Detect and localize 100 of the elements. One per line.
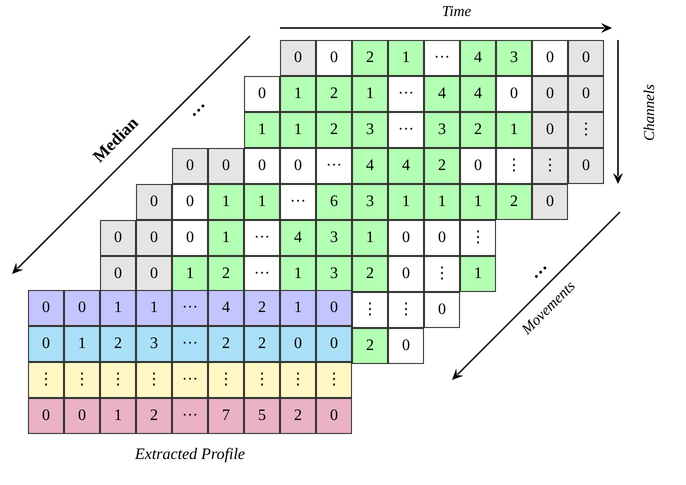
- matrix-cell: 0: [388, 328, 424, 364]
- matrix-cell: 2: [316, 112, 352, 148]
- matrix-cell: 3: [136, 326, 172, 362]
- matrix-cell: 1: [496, 112, 532, 148]
- matrix-cell: 0: [316, 398, 352, 434]
- matrix-cell: 3: [424, 112, 460, 148]
- profile-label: Extracted Profile: [134, 446, 246, 464]
- matrix-cell: ···: [388, 76, 424, 112]
- matrix-cell: 0: [388, 256, 424, 292]
- matrix-cell: 1: [388, 184, 424, 220]
- matrix-cell: 0: [136, 220, 172, 256]
- matrix-cell: 0: [28, 398, 64, 434]
- matrix-cell: 2: [352, 256, 388, 292]
- matrix-cell: 1: [136, 290, 172, 326]
- matrix-cell: ···: [172, 290, 208, 326]
- matrix-cell: 7: [208, 398, 244, 434]
- matrix-cell: ⋮: [64, 362, 100, 398]
- matrix-cell: ⋮: [136, 362, 172, 398]
- matrix-cell: 4: [352, 148, 388, 184]
- matrix-cell: ···: [172, 398, 208, 434]
- matrix-cell: 2: [136, 398, 172, 434]
- matrix-cell: 2: [100, 326, 136, 362]
- matrix-cell: 0: [172, 148, 208, 184]
- matrix-cell: 2: [352, 328, 388, 364]
- matrix-cell: 0: [424, 220, 460, 256]
- matrix-cell: 3: [352, 184, 388, 220]
- matrix-cell: ···: [388, 112, 424, 148]
- matrix-cell: 0: [136, 184, 172, 220]
- matrix-cell: 0: [532, 184, 568, 220]
- matrix-cell: 0: [532, 112, 568, 148]
- matrix-cell: 1: [424, 184, 460, 220]
- matrix-cell: 1: [64, 326, 100, 362]
- matrix-cell: 0: [244, 148, 280, 184]
- matrix-cell: 0: [64, 398, 100, 434]
- matrix-cell: ⋮: [496, 148, 532, 184]
- matrix-cell: ⋮: [28, 362, 64, 398]
- matrix-cell: 0: [496, 76, 532, 112]
- matrix-cell: 1: [208, 184, 244, 220]
- matrix-cell: 0: [136, 256, 172, 292]
- matrix-cell: 1: [460, 256, 496, 292]
- matrix-cell: 2: [208, 326, 244, 362]
- matrix-cell: 0: [424, 292, 460, 328]
- matrix-cell: 3: [352, 112, 388, 148]
- matrix-cell: ⋮: [316, 362, 352, 398]
- matrix-cell: 2: [280, 398, 316, 434]
- matrix-cell: 6: [316, 184, 352, 220]
- matrix-cell: 4: [460, 40, 496, 76]
- matrix-cell: 0: [64, 290, 100, 326]
- axis-label: Channels: [642, 84, 659, 141]
- matrix-cell: 0: [172, 184, 208, 220]
- matrix-cell: 1: [280, 76, 316, 112]
- matrix-cell: 1: [280, 112, 316, 148]
- matrix-cell: 1: [100, 398, 136, 434]
- matrix-cell: 0: [172, 220, 208, 256]
- matrix-cell: 4: [388, 148, 424, 184]
- matrix-cell: 0: [532, 76, 568, 112]
- matrix-cell: ···: [280, 184, 316, 220]
- matrix-cell: 4: [280, 220, 316, 256]
- matrix-cell: 2: [244, 326, 280, 362]
- matrix-cell: 0: [316, 40, 352, 76]
- matrix-cell: 1: [280, 290, 316, 326]
- matrix-cell: 0: [568, 148, 604, 184]
- matrix-cell: 0: [28, 290, 64, 326]
- matrix-cell: ···: [316, 148, 352, 184]
- matrix-cell: 4: [460, 76, 496, 112]
- matrix-cell: 0: [280, 148, 316, 184]
- matrix-cell: ···: [244, 220, 280, 256]
- matrix-cell: 1: [100, 290, 136, 326]
- matrix-cell: 2: [352, 40, 388, 76]
- matrix-cell: 1: [280, 256, 316, 292]
- matrix-cell: ⋮: [208, 362, 244, 398]
- matrix-cell: 0: [316, 290, 352, 326]
- matrix-cell: 2: [208, 256, 244, 292]
- matrix-cell: 1: [244, 112, 280, 148]
- matrix-cell: ⋮: [388, 292, 424, 328]
- matrix-cell: 0: [568, 76, 604, 112]
- axis-label: Time: [442, 4, 472, 21]
- matrix-cell: ⋮: [352, 292, 388, 328]
- matrix-cell: ···: [172, 326, 208, 362]
- matrix-cell: ⋮: [568, 112, 604, 148]
- matrix-cell: 1: [208, 220, 244, 256]
- matrix-cell: 0: [100, 256, 136, 292]
- matrix-cell: 3: [496, 40, 532, 76]
- matrix-cell: 0: [460, 148, 496, 184]
- matrix-cell: 0: [208, 148, 244, 184]
- matrix-cell: ⋮: [424, 256, 460, 292]
- matrix-cell: 1: [172, 256, 208, 292]
- matrix-cell: 2: [316, 76, 352, 112]
- matrix-cell: 0: [280, 40, 316, 76]
- matrix-cell: 0: [316, 326, 352, 362]
- matrix-cell: 0: [100, 220, 136, 256]
- ellipsis: ···: [527, 258, 554, 286]
- matrix-cell: 4: [208, 290, 244, 326]
- matrix-cell: 4: [424, 76, 460, 112]
- matrix-cell: 1: [460, 184, 496, 220]
- matrix-cell: ⋮: [532, 148, 568, 184]
- matrix-cell: ···: [424, 40, 460, 76]
- matrix-cell: 3: [316, 256, 352, 292]
- matrix-cell: 5: [244, 398, 280, 434]
- matrix-cell: 1: [388, 40, 424, 76]
